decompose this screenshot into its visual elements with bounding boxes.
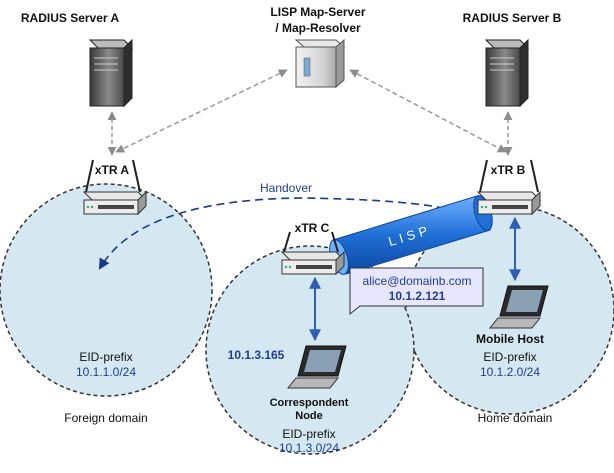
lisp-map-server [294,38,346,89]
handover-label: Handover [260,181,312,195]
radius-b-label: RADIUS Server B [463,11,562,25]
radius-server-a [88,38,134,108]
correspondent-eid-label: EID-prefix [282,427,335,441]
foreign-domain-circle [0,183,213,397]
correspondent-laptop [286,345,347,389]
correspondent-address: 10.1.3.165 [228,348,285,362]
radius-server-b [484,38,530,108]
mobile-callout [349,267,484,316]
correspondent-eid-prefix: 10.1.3.0/24 [279,441,339,455]
correspondent-label-line1: Correspondent [270,397,349,409]
xtr-b-router [476,159,542,216]
mobile-host-label: Mobile Host [476,332,544,346]
foreign-eid-label: EID-prefix [79,350,132,364]
xtr-c-label: xTR C [295,221,330,235]
radius-a-label: RADIUS Server A [21,11,120,25]
xtr-c-router [280,231,346,276]
home-eid-label: EID-prefix [483,350,536,364]
correspondent-label-line2: Node [295,410,323,422]
callout-address: 10.1.2.121 [389,289,446,303]
link-ms-xtr-a [115,69,288,153]
mobile-host-laptop [488,285,549,329]
xtr-a-label: xTR A [95,163,130,177]
lisp-ms-label-line2: / Map-Resolver [275,21,361,35]
foreign-domain-name: Foreign domain [64,411,147,425]
home-eid-prefix: 10.1.2.0/24 [480,365,540,379]
xtr-b-label: xTR B [491,163,526,177]
xtr-a-router [82,159,148,216]
lisp-ms-label-line1: LISP Map-Server [270,5,365,19]
callout-user: alice@domainb.com [363,274,472,288]
link-ms-xtr-b [349,69,507,153]
foreign-eid-prefix: 10.1.1.0/24 [76,365,136,379]
home-domain-name: Home domain [478,411,553,425]
